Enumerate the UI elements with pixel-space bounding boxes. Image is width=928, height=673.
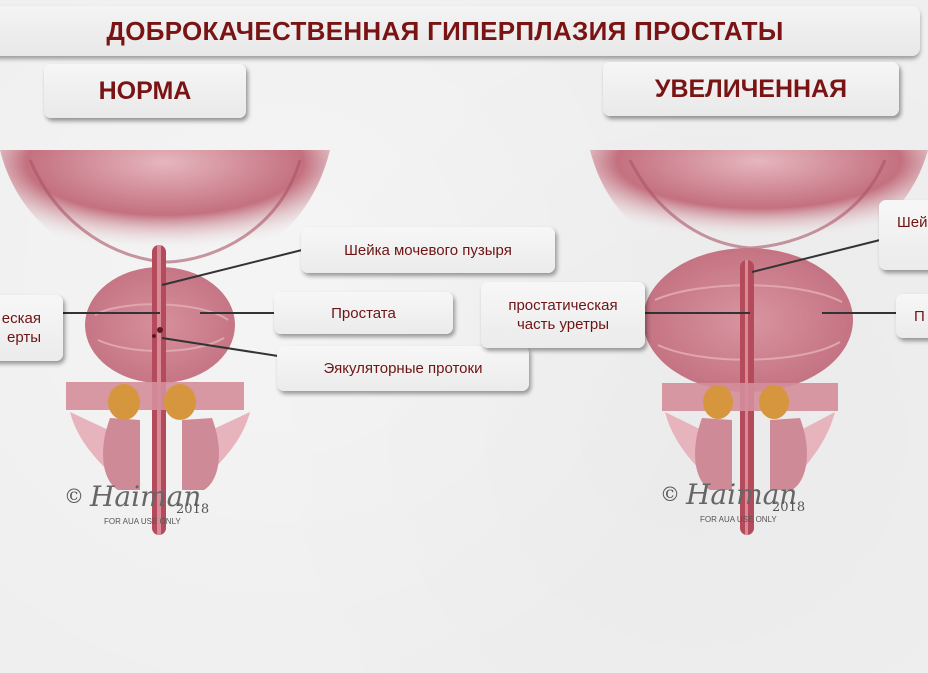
signature-artist: Haiman: [686, 478, 798, 511]
label-enlarged-prostate: П: [896, 294, 928, 338]
label-text: Простата: [331, 304, 396, 322]
normal-anatomy-illustration: [0, 150, 330, 535]
bladder: [0, 150, 330, 275]
header-normal: НОРМА: [44, 64, 246, 118]
copyright-icon: ©: [660, 482, 680, 506]
label-normal-prostate: Простата: [274, 292, 453, 334]
signature-year: 2018: [176, 502, 210, 517]
label-text: Шей: [897, 214, 928, 231]
label-line-1: простатическая: [508, 297, 618, 314]
label-line-2: часть уретры: [516, 316, 609, 333]
signature-artist: Haiman: [90, 480, 202, 513]
label-enlarged-prostatic-urethra: простатическая часть уретры: [481, 282, 645, 348]
ejaculatory-duct-openings: [157, 327, 163, 333]
cowper-gland-right: [759, 385, 789, 419]
cowper-gland-right: [164, 384, 196, 420]
leader-normal-bladder-neck: [161, 249, 303, 286]
header-normal-text: НОРМА: [98, 76, 192, 105]
label-normal-prostatic-urethra: еская ерты: [0, 295, 63, 361]
signature-note: FOR AUA USE ONLY: [700, 515, 777, 524]
label-text: Шейка мочевого пузыря: [344, 241, 512, 259]
label-normal-bladder-neck: Шейка мочевого пузыря: [301, 227, 555, 273]
label-line-1: еская: [1, 310, 41, 327]
label-text: П: [914, 307, 925, 325]
label-normal-ejaculatory-ducts: Эякуляторные протоки: [277, 346, 529, 391]
label-enlarged-bladder-neck: Шей: [879, 200, 928, 270]
signature-normal: © Haiman 2018 FOR AUA USE ONLY: [64, 480, 224, 530]
leader-normal-ejaculatory: [161, 337, 279, 357]
label-text: Эякуляторные протоки: [323, 360, 483, 377]
leader-enlarged-bladder-neck: [751, 239, 881, 273]
cowper-gland-left: [703, 385, 733, 419]
page-title: ДОБРОКАЧЕСТВЕННАЯ ГИПЕРПЛАЗИЯ ПРОСТАТЫ: [106, 15, 784, 46]
signature-note: FOR AUA USE ONLY: [104, 517, 181, 526]
label-line-2: ерты: [6, 329, 41, 346]
title-banner: ДОБРОКАЧЕСТВЕННАЯ ГИПЕРПЛАЗИЯ ПРОСТАТЫ: [0, 6, 920, 56]
header-enlarged-text: УВЕЛИЧЕННАЯ: [654, 74, 848, 103]
signature-year: 2018: [772, 500, 806, 515]
signature-enlarged: © Haiman 2018 FOR AUA USE ONLY: [660, 478, 820, 528]
enlarged-anatomy-illustration: [590, 150, 928, 535]
cowper-gland-left: [108, 384, 140, 420]
copyright-icon: ©: [64, 484, 84, 508]
bladder: [590, 150, 928, 262]
header-enlarged: УВЕЛИЧЕННАЯ: [603, 62, 899, 116]
